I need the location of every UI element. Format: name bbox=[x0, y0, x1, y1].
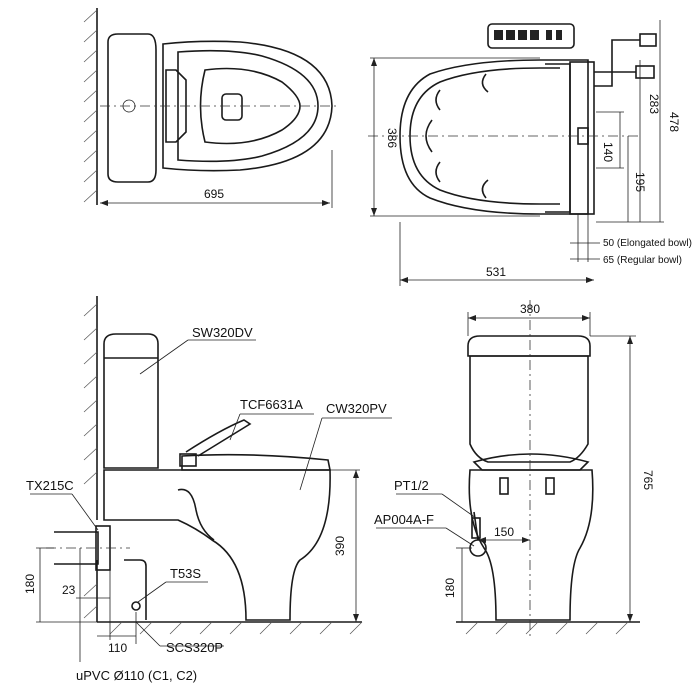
tank-lid-front bbox=[467, 335, 591, 357]
note-elongated: 50 (Elongated bowl) bbox=[603, 238, 692, 249]
bowl-front bbox=[468, 469, 594, 621]
leader-trap bbox=[71, 493, 99, 531]
label-pipe: uPVC Ø110 (C1, C2) bbox=[76, 668, 197, 683]
label-drain: SCS320P bbox=[166, 640, 223, 655]
dim-arrow bbox=[478, 537, 486, 543]
tank-plan bbox=[107, 33, 157, 183]
dim-390: 390 bbox=[333, 536, 347, 556]
label-bowl: CW320PV bbox=[326, 401, 387, 416]
seat-front bbox=[472, 453, 590, 471]
floor-hatch bbox=[109, 621, 363, 635]
side-view: 390 180 23 110 SW320DV TCF6631A CW320PV … bbox=[23, 296, 392, 683]
dim-180-side: 180 bbox=[23, 574, 37, 594]
wall-hatch bbox=[83, 9, 98, 203]
dim-arrow bbox=[100, 200, 108, 206]
dim-765: 765 bbox=[641, 470, 655, 490]
note-regular: 65 (Regular bowl) bbox=[603, 255, 682, 266]
leader-seat bbox=[229, 413, 241, 441]
label-tank: SW320DV bbox=[192, 325, 253, 340]
seat-outline bbox=[399, 59, 589, 215]
dim-arrow bbox=[371, 58, 377, 66]
seat-lid-side bbox=[185, 419, 252, 457]
label-seat: TCF6631A bbox=[240, 397, 303, 412]
floor-hatch bbox=[465, 621, 629, 635]
housing bbox=[545, 63, 571, 213]
valve-icon bbox=[635, 65, 655, 79]
seat-side bbox=[181, 453, 331, 471]
wall-hatch bbox=[83, 303, 98, 619]
dim-195: 195 bbox=[633, 172, 647, 192]
dim-arrow bbox=[322, 200, 330, 206]
dim-arrow bbox=[353, 614, 359, 622]
bowl-side bbox=[103, 469, 331, 621]
seat-outer-plan bbox=[162, 40, 333, 172]
leader-bolt bbox=[137, 581, 167, 603]
dim-23: 23 bbox=[62, 583, 76, 597]
bolt-icon bbox=[499, 477, 509, 495]
floor-flange bbox=[124, 559, 147, 620]
plan-view-right: 386 283 478 140 195 50 (Elongated bowl) … bbox=[368, 20, 692, 286]
dim-arrow bbox=[582, 315, 590, 321]
housing-back bbox=[569, 61, 595, 215]
dim-arrow bbox=[522, 537, 530, 543]
dim-386: 386 bbox=[385, 128, 399, 148]
seat-hinge bbox=[179, 453, 197, 467]
bolt-icon bbox=[131, 601, 141, 611]
label-valve: PT1/2 bbox=[394, 478, 429, 493]
dim-arrow bbox=[353, 470, 359, 478]
plan-view-left: 695 bbox=[83, 8, 338, 208]
dim-283: 283 bbox=[647, 94, 661, 114]
bumper-pad bbox=[481, 179, 489, 199]
leader-valve bbox=[441, 493, 477, 519]
dim-180-front: 180 bbox=[443, 578, 457, 598]
leader-drain bbox=[135, 621, 161, 647]
dim-140: 140 bbox=[601, 142, 615, 162]
dim-531: 531 bbox=[486, 265, 506, 279]
dim-380: 380 bbox=[520, 302, 540, 316]
dim-arrow bbox=[627, 336, 633, 344]
label-trap: TX215C bbox=[26, 478, 74, 493]
bumper-pad bbox=[425, 119, 433, 153]
hinge-plan bbox=[165, 69, 187, 143]
label-bolt: T53S bbox=[170, 566, 201, 581]
dim-478: 478 bbox=[667, 112, 681, 132]
remote-control bbox=[487, 23, 575, 49]
label-hose: AP004A-F bbox=[374, 512, 434, 527]
seat-inner-plan bbox=[177, 49, 319, 163]
remote-buttons bbox=[494, 30, 562, 40]
dim-695: 695 bbox=[204, 187, 224, 201]
bumper-pad bbox=[481, 73, 489, 93]
dim-110: 110 bbox=[108, 641, 127, 655]
drain-pipe bbox=[54, 531, 99, 565]
tank-front bbox=[469, 355, 589, 463]
leader-bowl bbox=[299, 417, 323, 491]
front-view: 380 765 150 180 PT1/2 AP004A-F bbox=[374, 300, 655, 640]
dim-arrow bbox=[627, 614, 633, 622]
dim-150: 150 bbox=[494, 525, 514, 539]
angle-valve-icon bbox=[639, 33, 657, 47]
dim-arrow bbox=[586, 277, 594, 283]
dim-arrow bbox=[468, 315, 476, 321]
dim-arrow bbox=[400, 277, 408, 283]
dim-arrow bbox=[371, 208, 377, 216]
leader-tank bbox=[139, 339, 189, 375]
bowl-opening-plan bbox=[199, 67, 301, 145]
bumper-pad bbox=[435, 89, 441, 111]
leader-hose bbox=[445, 527, 475, 547]
outlet-plan bbox=[221, 93, 243, 121]
tank-side bbox=[103, 333, 159, 469]
supply-pipe bbox=[594, 39, 640, 87]
bolt-icon bbox=[545, 477, 555, 495]
trapway bbox=[177, 488, 215, 541]
bumper-pad bbox=[435, 161, 441, 183]
